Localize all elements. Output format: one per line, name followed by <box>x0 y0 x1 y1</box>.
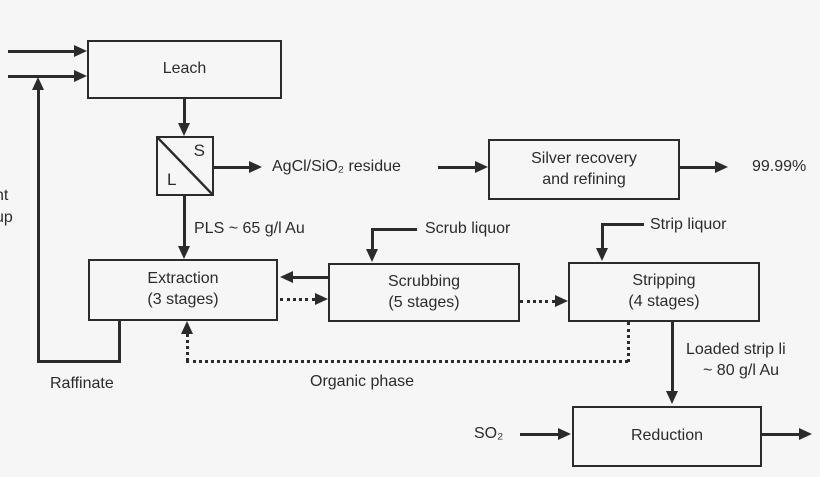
separator-to-residue-arrowhead <box>249 161 262 173</box>
stripping-to-reduction-arrowhead <box>666 391 678 404</box>
feed-line-2 <box>8 75 74 78</box>
strip-liquor-label: Strip liquor <box>650 216 727 233</box>
extraction-to-scrubbing-arrowhead <box>315 293 328 305</box>
stripping-label-line2: (4 stages) <box>628 293 700 310</box>
left-edge-text-fragment-1: nt <box>0 187 9 204</box>
raffinate-horizontal-line <box>37 360 121 363</box>
pls-label: PLS ~ 65 g/l Au <box>194 220 305 237</box>
so2-arrowhead <box>558 428 571 440</box>
scrub-liquor-label: Scrub liquor <box>425 220 511 237</box>
leach-label: Leach <box>162 60 207 78</box>
so2-label: SO₂ <box>474 425 504 442</box>
raffinate-recycle-vertical-line <box>37 89 40 363</box>
silver-recovery-label-line2: and refining <box>542 170 626 188</box>
scrubbing-box: Scrubbing (5 stages) <box>328 263 520 322</box>
scrubbing-to-extraction-line <box>293 276 328 279</box>
strip-liquor-horizontal-line <box>601 223 644 226</box>
separator-solids-label: S <box>193 141 205 160</box>
so2-line <box>520 433 559 436</box>
feed-arrowhead-1 <box>74 45 87 57</box>
reduction-box: Reduction <box>572 406 762 467</box>
raffinate-label: Raffinate <box>50 375 114 392</box>
organic-phase-label: Organic phase <box>310 373 415 390</box>
raffinate-down-line <box>118 321 121 363</box>
organic-recycle-horizontal-line <box>186 360 628 363</box>
residue-label: AgCl/SiO₂ residue <box>272 158 401 175</box>
organic-recycle-up-line <box>186 334 189 361</box>
organic-recycle-down-line <box>627 322 630 362</box>
scrubbing-label-line1: Scrubbing <box>387 272 461 290</box>
extraction-box: Extraction (3 stages) <box>88 259 278 321</box>
scrub-liquor-horizontal-line <box>371 228 417 231</box>
loaded-strip-label-line1: Loaded strip li <box>686 341 786 358</box>
stripping-to-reduction-line <box>671 322 674 392</box>
left-edge-text-fragment-2: up <box>0 209 13 226</box>
strip-liquor-arrowhead <box>596 248 608 261</box>
leach-to-separator-line <box>183 99 186 124</box>
separator-to-residue-line <box>214 166 250 169</box>
residue-to-silver-arrowhead <box>475 161 488 173</box>
scrub-liquor-arrowhead <box>366 249 378 262</box>
purity-label: 99.99% <box>752 158 807 175</box>
separator-diagonal-line <box>158 138 212 194</box>
extraction-to-scrubbing-dotted-line <box>280 298 315 301</box>
reduction-output-arrowhead <box>799 428 812 440</box>
separator-liquid-label: L <box>167 169 177 189</box>
solid-liquid-separator-box: S L <box>156 136 214 196</box>
scrubbing-to-stripping-arrowhead <box>555 295 568 307</box>
silver-output-line <box>680 166 716 169</box>
reduction-output-line <box>762 433 800 436</box>
scrubbing-label-line2: (5 stages) <box>388 293 460 311</box>
extraction-label-line2: (3 stages) <box>147 291 219 308</box>
scrubbing-to-stripping-dotted-line <box>520 300 555 303</box>
silver-recovery-label-line1: Silver recovery <box>531 149 637 167</box>
feed-arrowhead-2 <box>74 70 87 82</box>
feed-line-1 <box>8 50 74 53</box>
raffinate-recycle-arrowhead <box>32 77 44 90</box>
loaded-strip-label-line2: ~ 80 g/l Au <box>703 362 780 379</box>
stripping-box: Stripping (4 stages) <box>568 262 760 322</box>
pls-arrowhead <box>178 246 190 259</box>
scrub-liquor-vertical-line <box>371 228 374 250</box>
stripping-label-line1: Stripping <box>632 272 696 290</box>
pls-line <box>183 196 186 247</box>
leach-to-separator-arrowhead <box>178 123 190 136</box>
leach-box: Leach <box>87 40 282 99</box>
silver-output-arrowhead <box>715 161 728 173</box>
organic-recycle-arrowhead <box>181 321 193 334</box>
scrubbing-to-extraction-arrowhead <box>280 271 293 283</box>
reduction-label: Reduction <box>630 427 704 445</box>
strip-liquor-vertical-line <box>601 223 604 249</box>
residue-to-silver-line <box>438 166 475 169</box>
extraction-label-line1: Extraction <box>147 270 219 288</box>
silver-recovery-box: Silver recovery and refining <box>488 139 680 200</box>
